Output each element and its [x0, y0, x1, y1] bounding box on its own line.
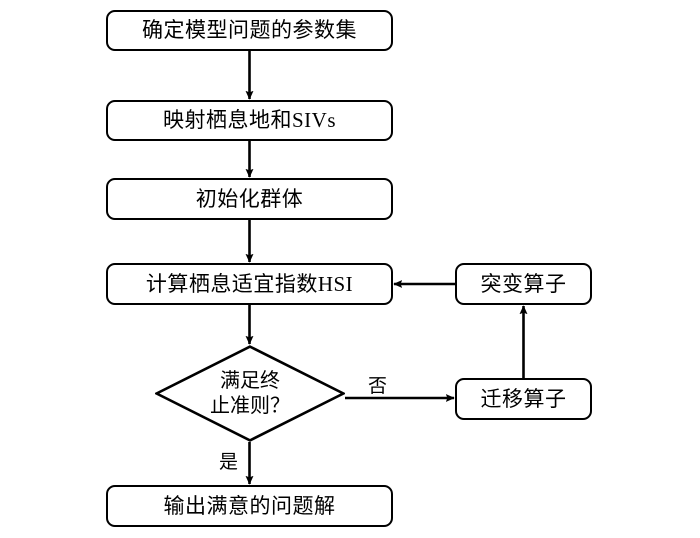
edge-label-no: 否 [368, 376, 388, 397]
node-mutation-op[interactable]: 突变算子 [455, 263, 592, 305]
node-migration-op[interactable]: 迁移算子 [455, 378, 592, 420]
node-output-solution[interactable]: 输出满意的问题解 [106, 485, 393, 527]
edge-label-yes: 是 [219, 452, 239, 473]
node-map-habitat[interactable]: 映射栖息地和SIVs [106, 100, 393, 141]
node-mutation-op-label: 突变算子 [480, 271, 567, 296]
node-map-habitat-label: 映射栖息地和SIVs [162, 108, 336, 133]
diamond-shape [155, 345, 345, 442]
node-migration-op-label: 迁移算子 [480, 386, 567, 411]
node-compute-hsi[interactable]: 计算栖息适宜指数HSI [106, 263, 393, 305]
node-decision[interactable]: 满足终 止准则？ [155, 345, 345, 442]
node-init-population[interactable]: 初始化群体 [106, 178, 393, 220]
node-output-solution-label: 输出满意的问题解 [163, 493, 336, 518]
node-decision-label: 满足终 止准则？ [155, 345, 345, 442]
node-init-population-label: 初始化群体 [195, 186, 304, 211]
node-decision-label-line2: 止准则？ [210, 394, 290, 417]
node-compute-hsi-label: 计算栖息适宜指数HSI [145, 271, 354, 296]
node-define-params[interactable]: 确定模型问题的参数集 [106, 10, 393, 51]
node-define-params-label: 确定模型问题的参数集 [142, 18, 357, 43]
node-decision-label-line1: 满足终 [220, 370, 280, 393]
